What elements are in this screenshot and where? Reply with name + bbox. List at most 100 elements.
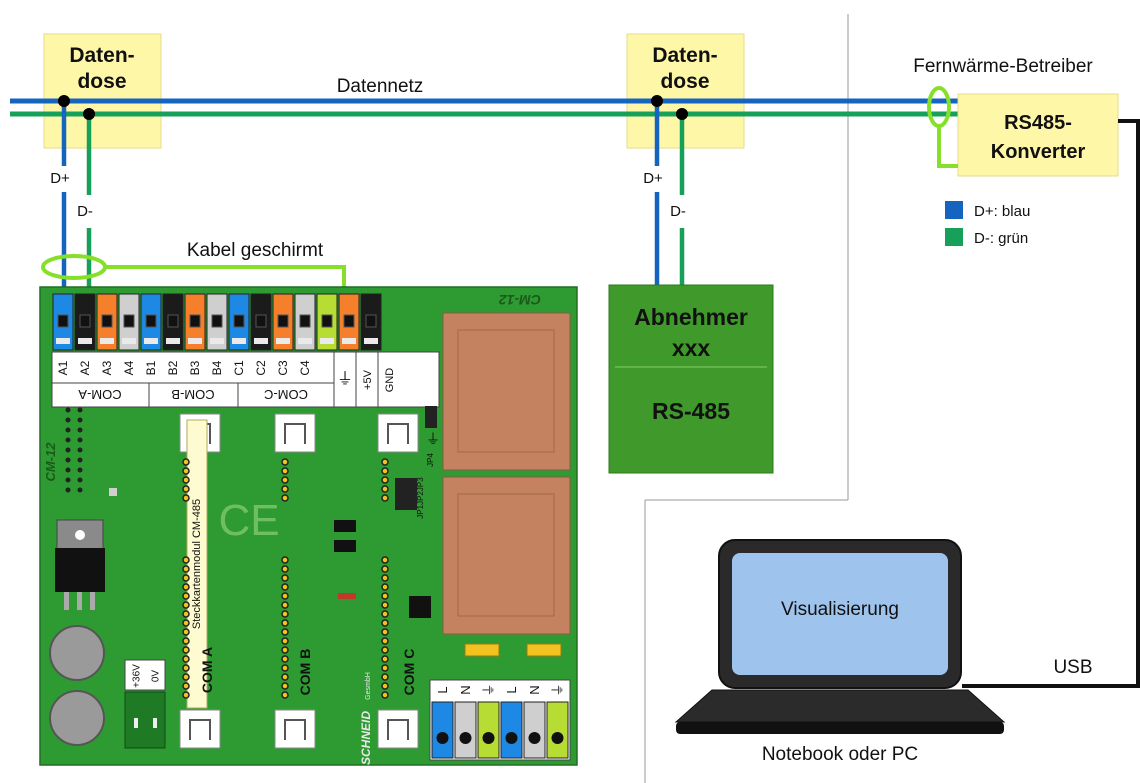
header-c-pin-1 — [381, 556, 389, 564]
terminal-screw-13 — [321, 314, 333, 328]
transformer-bottom-core — [457, 493, 555, 617]
brand-suffix: GesmbH — [365, 672, 372, 700]
header-c-pin-5 — [381, 592, 389, 600]
led — [109, 488, 117, 496]
header-c-pin-15 — [381, 682, 389, 690]
terminal-screw-5 — [145, 314, 157, 328]
header-a-pin-5 — [182, 592, 190, 600]
board-name-side: CM-12 — [43, 442, 58, 482]
header-side-pin-17 — [65, 487, 71, 493]
header-a-top-pin-1 — [182, 458, 190, 466]
terminal-slot-2 — [78, 338, 92, 344]
header-c-top-pin-2 — [381, 467, 389, 475]
terminal-screw-1 — [57, 314, 69, 328]
header-side-pin-7 — [65, 437, 71, 443]
output-terminal-screw-5 — [528, 732, 541, 744]
power-label-strip — [124, 659, 166, 691]
slot-socket-mark-4 — [189, 719, 211, 740]
output-terminal-2 — [454, 701, 477, 759]
header-b-pin-9 — [281, 628, 289, 636]
power-terminal-block — [124, 691, 166, 749]
power-terminal-screw-1 — [134, 718, 138, 728]
abnehmer-box — [608, 284, 774, 474]
ce-mark: CE — [218, 496, 279, 545]
terminal-slot-5 — [144, 338, 158, 344]
terminal-screw-14 — [343, 314, 355, 328]
header-side-pin-4 — [77, 417, 83, 423]
jumper-jp1-3 — [395, 478, 417, 510]
terminal-label-c3: C3 — [276, 360, 290, 376]
header-side-pin-15 — [65, 477, 71, 483]
terminal-slot-1 — [56, 338, 70, 344]
terminal-label-b1: B1 — [144, 360, 158, 375]
junction-right-d-plus — [651, 95, 663, 107]
power-terminal-screw-2 — [153, 718, 157, 728]
output-terminal-screw-6 — [551, 732, 564, 744]
converter-line1: RS485- — [1004, 112, 1072, 134]
output-terminal-1 — [431, 701, 454, 759]
output-terminal-label-5: N — [527, 685, 542, 694]
slot-socket-mark-6 — [387, 719, 409, 740]
header-c-pin-14 — [381, 673, 389, 681]
header-b-pin-1 — [281, 556, 289, 564]
slot-label-com-b: COM B — [297, 649, 313, 696]
usb-label: USB — [1053, 657, 1092, 678]
label-plus5v: +5V — [362, 369, 374, 390]
header-c-top-pin-1 — [381, 458, 389, 466]
header-b-pin-6 — [281, 601, 289, 609]
com-label-c: COM-C — [264, 387, 308, 402]
output-terminal-3 — [477, 701, 500, 759]
transformer-top — [442, 312, 571, 471]
legend-label-d-plus: D+: blau — [974, 203, 1030, 220]
header-c-top-pin-5 — [381, 494, 389, 502]
terminal-slot-7 — [188, 338, 202, 344]
slot-label-com-a: COM A — [199, 647, 215, 693]
signal-left-d-plus: D+ — [50, 170, 70, 187]
plug-in-module-label: Steckkartenmodul CM-485 — [191, 499, 203, 629]
slot-socket-5 — [274, 709, 316, 749]
junction-left-d-plus — [58, 95, 70, 107]
header-side-pin-14 — [77, 467, 83, 473]
header-c-pin-8 — [381, 619, 389, 627]
legend-swatch-d-plus — [945, 201, 963, 219]
converter-line2: Konverter — [991, 141, 1086, 163]
header-b-pin-3 — [281, 574, 289, 582]
header-side-pin-16 — [77, 477, 83, 483]
header-a-pin-13 — [182, 664, 190, 672]
header-c-pin-3 — [381, 574, 389, 582]
header-c-pin-11 — [381, 646, 389, 654]
header-b-top-pin-4 — [281, 485, 289, 493]
legend-label-d-minus: D-: grün — [974, 230, 1028, 247]
fuse-1 — [464, 643, 500, 657]
jumper-jp4 — [425, 406, 437, 428]
transformer-bottom — [442, 476, 571, 635]
output-terminal-screw-4 — [505, 732, 518, 744]
com-label-b: COM-B — [171, 387, 214, 402]
abnehmer-line1: Abnehmer — [634, 304, 748, 330]
usb-cable — [962, 119, 1140, 688]
signal-right-d-plus: D+ — [643, 170, 663, 187]
header-b-top-pin-3 — [281, 476, 289, 484]
terminal-label-a2: A2 — [78, 360, 92, 375]
power-label-0v: 0V — [151, 670, 162, 683]
header-b-pin-13 — [281, 664, 289, 672]
output-terminal-screw-3 — [482, 732, 495, 744]
slot-sockets — [179, 413, 419, 749]
regulator-hole — [75, 530, 85, 540]
ground-symbol-icon: ⏚ — [337, 370, 353, 388]
header-a-top-pin-3 — [182, 476, 190, 484]
terminal-slot-9 — [232, 338, 246, 344]
header-side-pin-13 — [65, 467, 71, 473]
header-a-pin-6 — [182, 601, 190, 609]
ic-chip — [409, 596, 431, 618]
header-side-pin-9 — [65, 447, 71, 453]
jumper-label-jp4: JP4 — [426, 453, 435, 467]
header-side-pin-12 — [77, 457, 83, 463]
abnehmer-protocol: RS-485 — [652, 398, 730, 424]
header-a-pin-14 — [182, 673, 190, 681]
jumper-ground-icon: ⏚ — [426, 431, 440, 447]
output-terminal-label-4: L — [504, 686, 519, 693]
terminal-slot-11 — [276, 338, 290, 344]
